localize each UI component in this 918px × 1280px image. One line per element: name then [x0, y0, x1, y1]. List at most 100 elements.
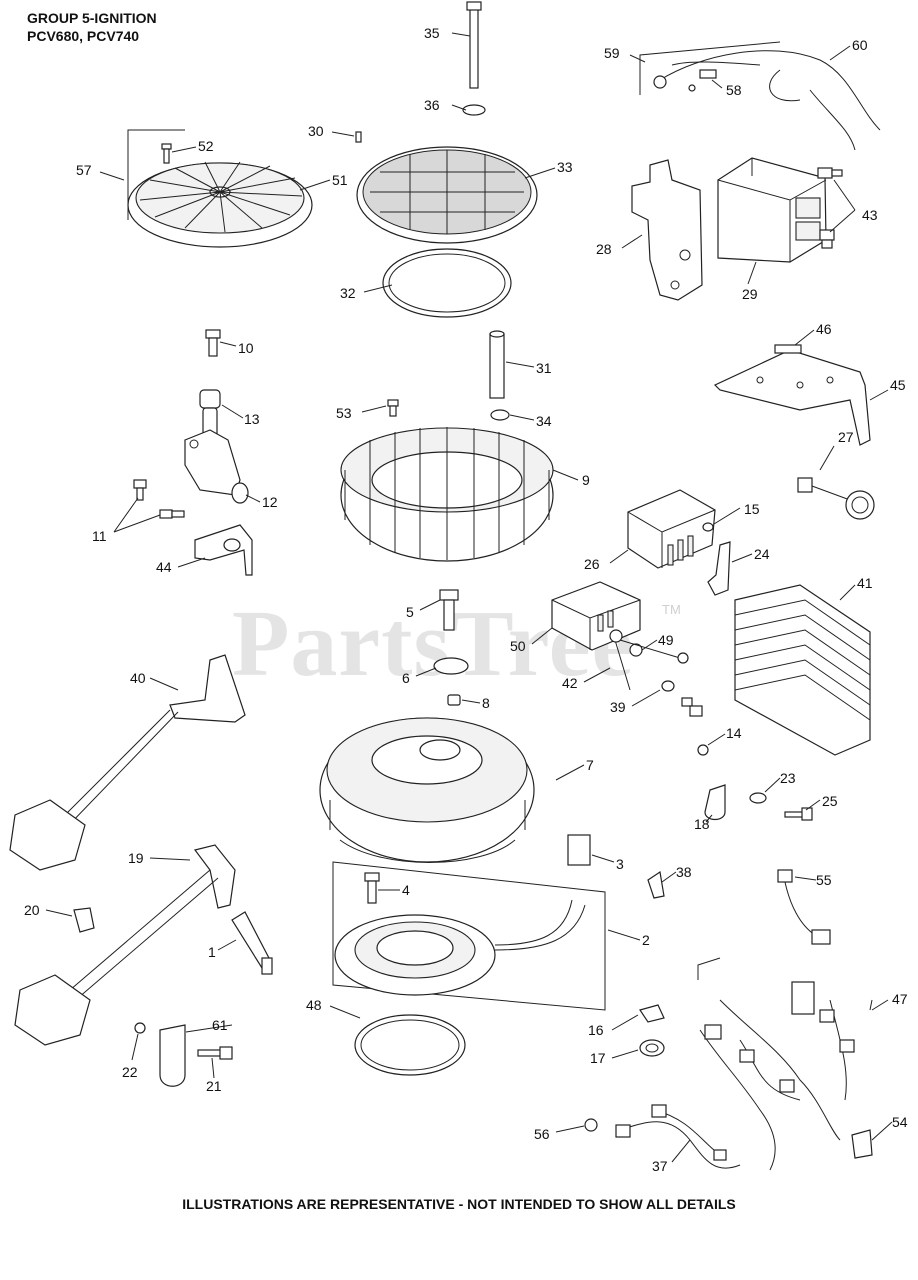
callout-5: 5 — [406, 604, 414, 620]
callout-33: 33 — [557, 159, 573, 175]
part-5-screw[interactable] — [439, 589, 459, 631]
callout-17: 17 — [590, 1050, 606, 1066]
callout-9: 9 — [582, 472, 590, 488]
part-39-washer[interactable] — [661, 680, 675, 692]
callout-35: 35 — [424, 25, 440, 41]
callout-28: 28 — [596, 241, 612, 257]
part-13-sensor[interactable] — [199, 389, 221, 439]
part-1-spark-plug[interactable] — [231, 911, 273, 975]
part-35-bolt[interactable] — [466, 1, 482, 89]
part-59-60-lead-wire[interactable] — [639, 41, 881, 151]
callout-29: 29 — [742, 286, 758, 302]
callout-11: 11 — [92, 528, 107, 544]
part-9-fan[interactable] — [340, 427, 554, 562]
part-32-gasket[interactable] — [382, 248, 512, 318]
callout-23: 23 — [780, 770, 796, 786]
part-61-clamp[interactable] — [159, 1024, 186, 1087]
part-47-wiring-harness[interactable] — [697, 957, 873, 1171]
part-4-screw[interactable] — [364, 872, 380, 904]
part-29-ignition-module[interactable] — [717, 157, 827, 263]
part-23-washer[interactable] — [749, 792, 767, 804]
callout-15: 15 — [744, 501, 760, 517]
part-17-grommet[interactable] — [639, 1039, 665, 1057]
part-8-key[interactable] — [447, 694, 461, 706]
disclaimer-footer: ILLUSTRATIONS ARE REPRESENTATIVE - NOT I… — [182, 1196, 736, 1212]
part-25-screw[interactable] — [784, 807, 813, 821]
part-19-spark-plug-lead[interactable] — [14, 844, 236, 1046]
part-44-bracket[interactable] — [194, 524, 253, 576]
part-11-screws[interactable] — [133, 479, 185, 519]
callout-14: 14 — [726, 725, 742, 741]
leader-lines — [45, 32, 893, 1163]
callout-21: 21 — [206, 1078, 222, 1094]
callout-7: 7 — [586, 757, 594, 773]
part-52-screw[interactable] — [161, 143, 172, 164]
callout-20: 20 — [24, 902, 40, 918]
callout-37: 37 — [652, 1158, 668, 1174]
callout-39: 39 — [610, 699, 626, 715]
part-28-bracket[interactable] — [631, 159, 703, 301]
callout-53: 53 — [336, 405, 352, 421]
part-30-pin[interactable] — [355, 131, 362, 143]
callout-51: 51 — [332, 172, 348, 188]
part-6-washer[interactable] — [433, 657, 469, 675]
callout-36: 36 — [424, 97, 440, 113]
part-22-washer[interactable] — [134, 1022, 146, 1034]
part-14-lock-washer[interactable] — [697, 744, 709, 756]
callout-26: 26 — [584, 556, 600, 572]
callout-57: 57 — [76, 162, 92, 178]
callout-38: 38 — [676, 864, 692, 880]
part-24-strap[interactable] — [707, 541, 731, 596]
part-34-washer[interactable] — [490, 409, 510, 421]
part-36-washer[interactable] — [462, 104, 486, 116]
part-33-grass-screen-mesh[interactable] — [356, 146, 538, 244]
part-26-rectifier-regulator[interactable] — [627, 489, 716, 569]
part-15-washer[interactable] — [702, 522, 714, 532]
part-7-flywheel[interactable] — [319, 717, 535, 863]
callout-47: 47 — [892, 991, 908, 1007]
part-38-terminal[interactable] — [647, 870, 665, 899]
part-42-ground-strap[interactable] — [609, 629, 689, 691]
callout-52: 52 — [198, 138, 214, 154]
callout-6: 6 — [402, 670, 410, 686]
callout-49: 49 — [658, 632, 674, 648]
part-56-clip[interactable] — [584, 1118, 598, 1132]
part-50-rectifier[interactable] — [551, 581, 641, 651]
part-16-clip[interactable] — [639, 1004, 665, 1023]
callout-56: 56 — [534, 1126, 550, 1142]
callout-55: 55 — [816, 872, 832, 888]
part-27-wire-connector[interactable] — [797, 477, 875, 520]
part-43-screws[interactable] — [817, 167, 843, 249]
part-51-grass-screen[interactable] — [127, 129, 313, 248]
part-41-regulator[interactable] — [734, 584, 871, 756]
part-54-connector[interactable] — [851, 1129, 873, 1159]
part-53-screw[interactable] — [387, 399, 399, 417]
callout-45: 45 — [890, 377, 906, 393]
part-18-clamp[interactable] — [704, 784, 726, 821]
part-20-boot[interactable] — [73, 907, 95, 933]
part-12-bracket[interactable] — [184, 429, 249, 504]
model-numbers: PCV680, PCV740 — [27, 28, 140, 44]
callout-1: 1 — [208, 944, 216, 960]
part-45-mounting-plate[interactable] — [713, 344, 871, 446]
callout-13: 13 — [244, 411, 260, 427]
callout-34: 34 — [536, 413, 552, 429]
part-48-gasket[interactable] — [354, 1014, 466, 1076]
part-21-screw[interactable] — [197, 1046, 233, 1060]
callout-41: 41 — [857, 575, 873, 591]
callout-60: 60 — [852, 37, 868, 53]
part-3-key[interactable] — [567, 834, 591, 866]
part-screw-near-39[interactable] — [681, 697, 703, 717]
part-40-spark-plug-lead[interactable] — [9, 654, 246, 871]
part-2-stator[interactable] — [332, 861, 606, 1011]
callout-44: 44 — [156, 559, 172, 575]
part-31-shaft[interactable] — [489, 330, 505, 399]
callout-50: 50 — [510, 638, 526, 654]
part-55-wire-harness[interactable] — [777, 869, 831, 945]
part-37-wiring-harness[interactable] — [615, 1104, 741, 1169]
callout-30: 30 — [308, 123, 324, 139]
callout-12: 12 — [262, 494, 278, 510]
part-10-screw[interactable] — [205, 329, 221, 357]
callout-19: 19 — [128, 850, 144, 866]
